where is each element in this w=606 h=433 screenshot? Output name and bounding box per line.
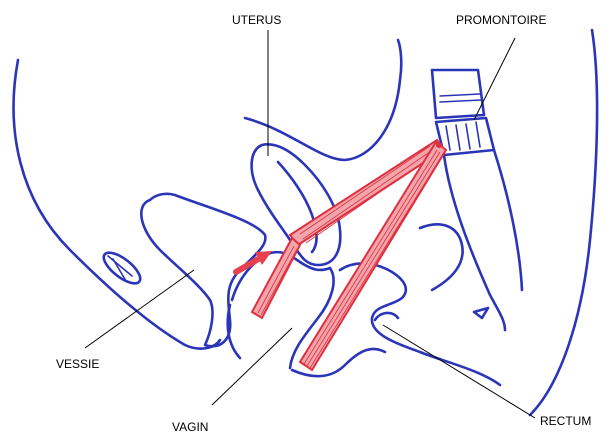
rectum-label: RECTUM: [540, 414, 591, 428]
vagin-leader-line: [212, 328, 292, 405]
posterior-contour: [530, 30, 597, 415]
pubic-bone-mark: [99, 247, 145, 288]
rectum-leader-line: [383, 325, 535, 418]
rectum-outline: [340, 224, 500, 385]
abdominal-wall-outline: [14, 60, 220, 349]
arrow-icon: [236, 251, 272, 272]
promontory-fixation-point: [436, 142, 442, 148]
uterus-label: UTERUS: [232, 13, 281, 27]
vessie-label: VESSIE: [56, 357, 99, 371]
promontoire-label: PROMONTOIRE: [456, 13, 546, 27]
vagin-label: VAGIN: [172, 420, 208, 433]
mesh-strip-posterior: [300, 142, 446, 370]
promontory-vertebrae: [432, 70, 522, 330]
